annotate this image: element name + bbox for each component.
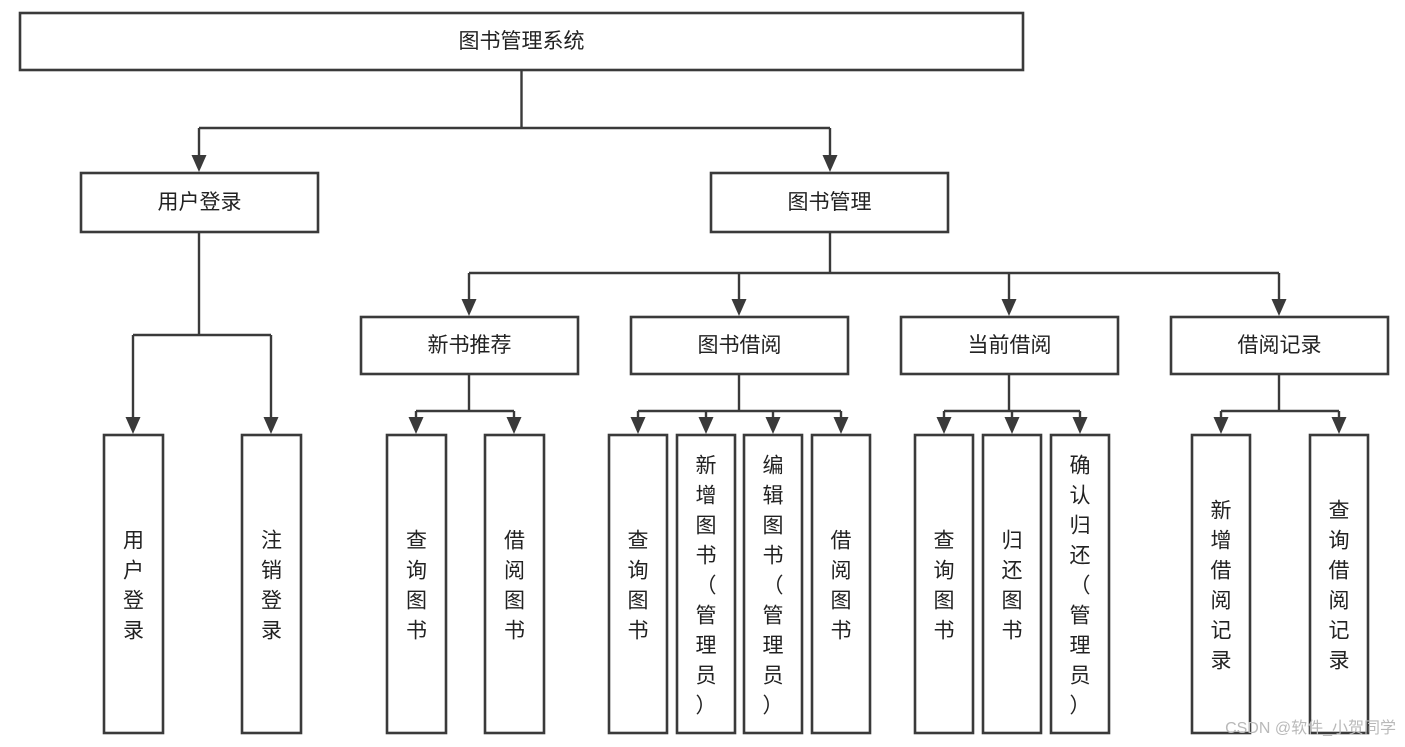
arrow-head-icon — [1213, 417, 1229, 434]
arrow-head-icon — [698, 417, 714, 434]
node-label-leaf-confirm-return-admin: 确认归还（管理员） — [1070, 454, 1091, 717]
node-book-borrow[interactable]: 图书借阅 — [629, 315, 850, 376]
node-layer: 图书管理系统用户登录图书管理新书推荐图书借阅当前借阅借阅记录用户登录注销登录查询… — [18, 11, 1390, 735]
node-borrow-record[interactable]: 借阅记录 — [1169, 315, 1390, 376]
node-current-borrow[interactable]: 当前借阅 — [899, 315, 1120, 376]
arrow-head-icon — [1004, 417, 1020, 434]
arrow-head-icon — [630, 417, 646, 434]
node-leaf-logout-login[interactable]: 注销登录 — [240, 433, 303, 735]
node-label-leaf-add-book-admin: 新增图书（管理员） — [696, 454, 717, 717]
node-label-leaf-borrow-book-2: 借阅图书 — [831, 529, 852, 642]
node-box-leaf-return-book[interactable] — [981, 433, 1043, 735]
node-leaf-borrow-book-1[interactable]: 借阅图书 — [483, 433, 546, 735]
node-box-current-borrow[interactable] — [899, 315, 1120, 376]
node-label-leaf-query-book-1: 查询图书 — [406, 529, 427, 642]
node-box-leaf-edit-book-admin[interactable] — [742, 433, 804, 735]
node-book-management[interactable]: 图书管理 — [709, 171, 950, 234]
arrow-head-icon — [731, 299, 747, 316]
node-new-book-recommend[interactable]: 新书推荐 — [359, 315, 580, 376]
node-leaf-query-book-2[interactable]: 查询图书 — [607, 433, 669, 735]
node-box-leaf-add-book-admin[interactable] — [675, 433, 737, 735]
node-box-user-login[interactable] — [79, 171, 320, 234]
node-box-book-borrow[interactable] — [629, 315, 850, 376]
node-label-leaf-edit-book-admin: 编辑图书（管理员） — [763, 454, 784, 717]
arrowhead-layer — [125, 155, 1347, 434]
arrow-head-icon — [506, 417, 522, 434]
node-root[interactable]: 图书管理系统 — [18, 11, 1025, 72]
node-box-leaf-query-borrow-record[interactable] — [1308, 433, 1370, 735]
node-box-leaf-user-login[interactable] — [102, 433, 165, 735]
node-label-leaf-logout-login: 注销登录 — [261, 529, 282, 642]
node-label-leaf-return-book: 归还图书 — [1002, 529, 1023, 642]
arrow-head-icon — [1331, 417, 1347, 434]
node-leaf-add-book-admin[interactable]: 新增图书（管理员） — [675, 433, 737, 735]
node-label-leaf-query-borrow-record: 查询借阅记录 — [1329, 499, 1350, 672]
node-label-leaf-borrow-book-1: 借阅图书 — [504, 529, 525, 642]
arrow-head-icon — [1072, 417, 1088, 434]
node-box-book-management[interactable] — [709, 171, 950, 234]
node-label-leaf-query-book-3: 查询图书 — [934, 529, 955, 642]
arrow-head-icon — [1271, 299, 1287, 316]
node-leaf-return-book[interactable]: 归还图书 — [981, 433, 1043, 735]
node-label-book-borrow: 图书借阅 — [698, 334, 782, 357]
node-leaf-query-borrow-record[interactable]: 查询借阅记录 — [1308, 433, 1370, 735]
arrow-head-icon — [822, 155, 838, 172]
node-leaf-query-book-3[interactable]: 查询图书 — [913, 433, 975, 735]
node-box-leaf-logout-login[interactable] — [240, 433, 303, 735]
node-label-borrow-record: 借阅记录 — [1238, 334, 1322, 357]
arrow-head-icon — [765, 417, 781, 434]
node-box-leaf-query-book-2[interactable] — [607, 433, 669, 735]
arrow-head-icon — [408, 417, 424, 434]
node-label-current-borrow: 当前借阅 — [968, 334, 1052, 357]
arrow-head-icon — [936, 417, 952, 434]
arrow-head-icon — [833, 417, 849, 434]
node-label-user-login: 用户登录 — [158, 191, 242, 214]
node-box-new-book-recommend[interactable] — [359, 315, 580, 376]
node-leaf-edit-book-admin[interactable]: 编辑图书（管理员） — [742, 433, 804, 735]
node-label-root: 图书管理系统 — [459, 30, 585, 53]
node-box-leaf-borrow-book-1[interactable] — [483, 433, 546, 735]
csdn-watermark: CSDN @软件_小贺同学 — [1225, 719, 1396, 737]
node-box-leaf-query-book-1[interactable] — [385, 433, 448, 735]
node-leaf-borrow-book-2[interactable]: 借阅图书 — [810, 433, 872, 735]
arrow-head-icon — [1001, 299, 1017, 316]
node-label-book-management: 图书管理 — [788, 191, 872, 214]
arrow-head-icon — [125, 417, 141, 434]
node-box-borrow-record[interactable] — [1169, 315, 1390, 376]
arrow-head-icon — [263, 417, 279, 434]
node-label-new-book-recommend: 新书推荐 — [428, 334, 512, 357]
node-user-login[interactable]: 用户登录 — [79, 171, 320, 234]
node-box-root[interactable] — [18, 11, 1025, 72]
node-box-leaf-query-book-3[interactable] — [913, 433, 975, 735]
node-leaf-query-book-1[interactable]: 查询图书 — [385, 433, 448, 735]
node-box-leaf-confirm-return-admin[interactable] — [1049, 433, 1111, 735]
arrow-head-icon — [461, 299, 477, 316]
node-leaf-add-borrow-record[interactable]: 新增借阅记录 — [1190, 433, 1252, 735]
node-box-leaf-borrow-book-2[interactable] — [810, 433, 872, 735]
arrow-head-icon — [191, 155, 207, 172]
node-label-leaf-query-book-2: 查询图书 — [628, 529, 649, 642]
node-label-leaf-user-login: 用户登录 — [123, 529, 144, 642]
node-label-leaf-add-borrow-record: 新增借阅记录 — [1211, 499, 1232, 672]
node-leaf-confirm-return-admin[interactable]: 确认归还（管理员） — [1049, 433, 1111, 735]
node-leaf-user-login[interactable]: 用户登录 — [102, 433, 165, 735]
node-box-leaf-add-borrow-record[interactable] — [1190, 433, 1252, 735]
